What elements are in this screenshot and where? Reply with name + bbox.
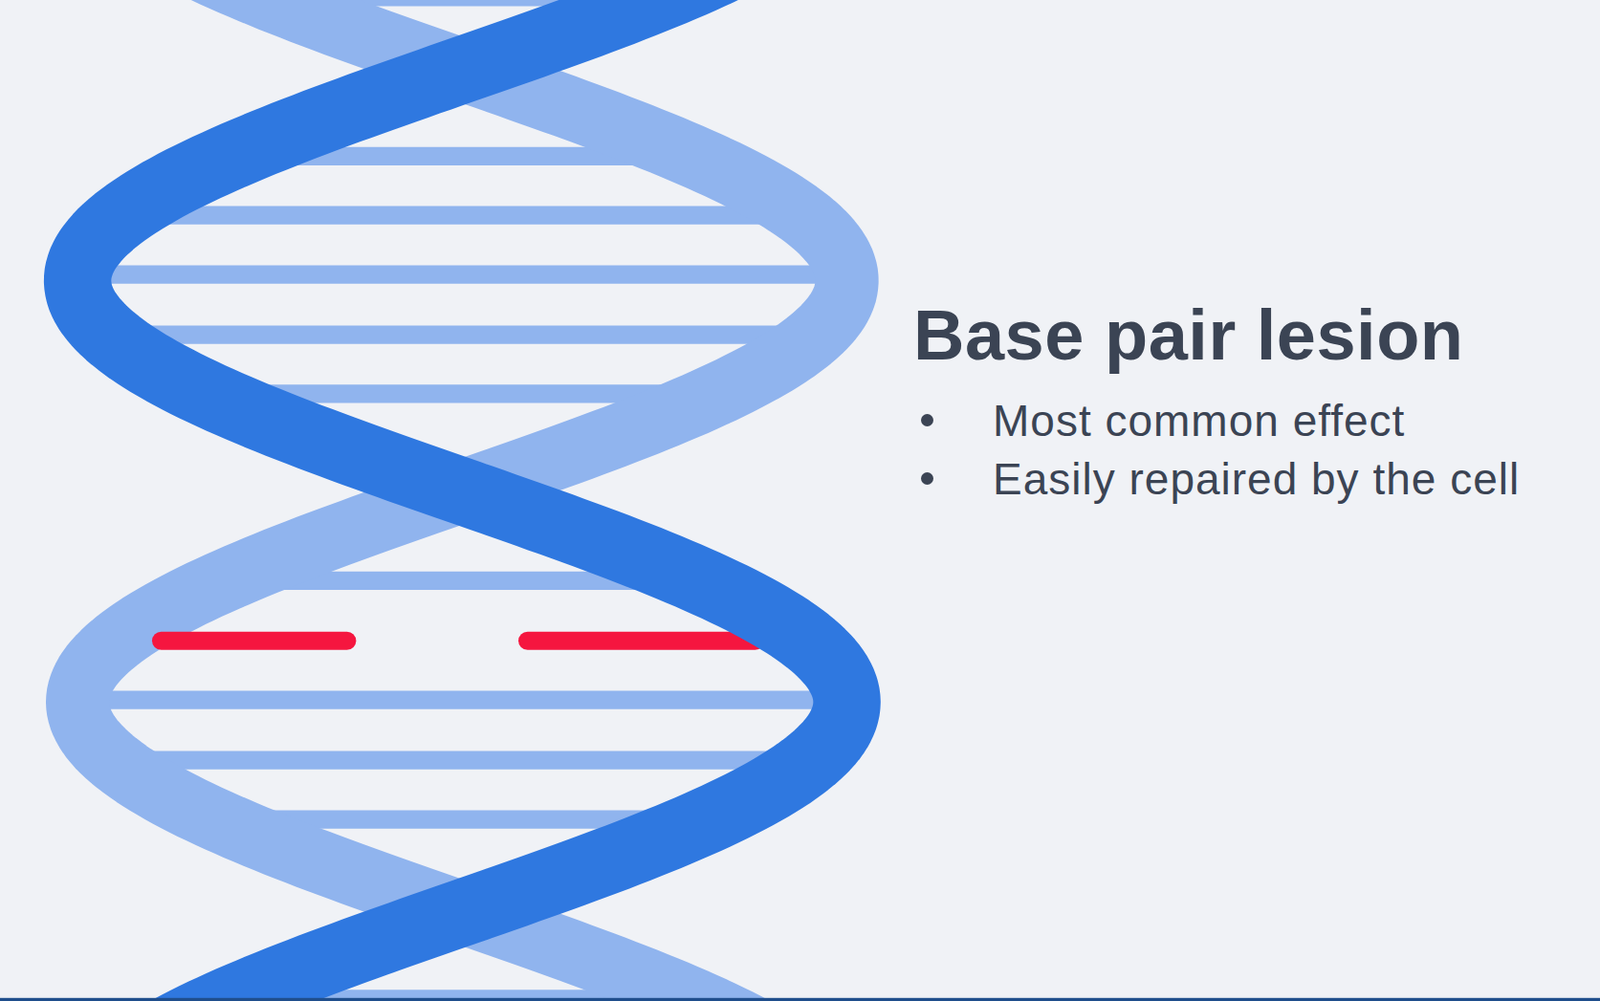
bullet-text: Most common effect — [992, 394, 1405, 447]
base-pair — [122, 206, 803, 225]
light-strand — [77, 0, 847, 1001]
lesion — [161, 640, 756, 642]
slide-title: Base pair lesion — [913, 296, 1520, 374]
dark-strand — [77, 0, 847, 1001]
base-pair — [77, 691, 847, 710]
bullet-dot — [920, 472, 934, 485]
broken-pair — [527, 632, 756, 651]
bullet-list: Most common effectEasily repaired by the… — [913, 391, 1520, 508]
base-pair — [78, 264, 848, 284]
bullet-item: Easily repaired by the cell — [913, 449, 1520, 508]
base-pair — [108, 325, 816, 344]
bullet-item: Most common effect — [913, 391, 1520, 450]
text-panel: Base pair lesionMost common effectEasily… — [913, 296, 1520, 508]
bottom-rule — [0, 998, 1600, 1001]
broken-pair — [161, 632, 348, 651]
bullet-text: Easily repaired by the cell — [992, 453, 1520, 505]
base-pair — [112, 751, 811, 770]
bullet-dot — [920, 414, 934, 427]
